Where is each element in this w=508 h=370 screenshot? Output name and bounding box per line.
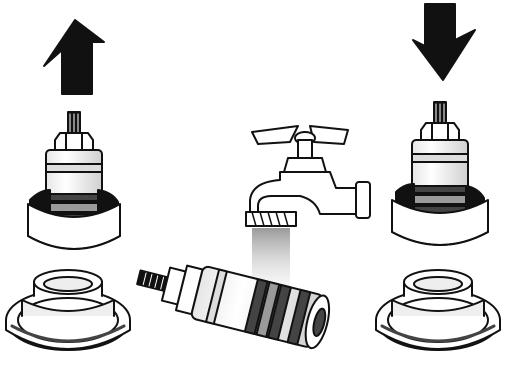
cartridge-middle <box>132 251 333 350</box>
down-arrow-icon <box>413 4 475 80</box>
valve-body-right <box>376 270 500 350</box>
valve-body-left <box>6 270 130 350</box>
cartridge-right <box>412 102 468 220</box>
up-arrow-icon <box>44 20 104 94</box>
faucet-icon <box>246 126 370 226</box>
cartridge-left <box>46 112 102 228</box>
